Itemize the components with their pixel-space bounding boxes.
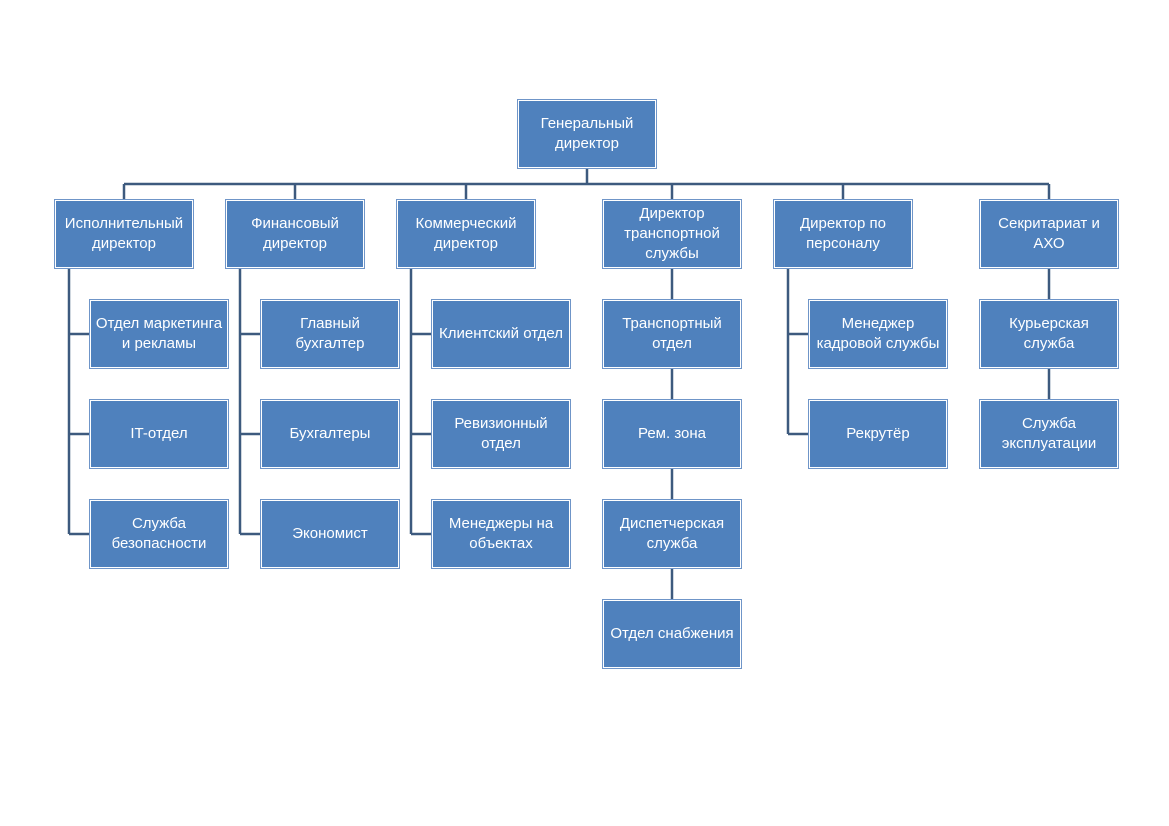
child-box-accountants: Бухгалтеры [260, 399, 400, 469]
child-box-security: Служба безопасности [89, 499, 229, 569]
child-box-hr-manager: Менеджер кадровой службы [808, 299, 948, 369]
column-head-finance-director: Финансовый директор [225, 199, 365, 269]
root-box-general-director: Генеральный директор [517, 99, 657, 169]
child-box-it: IT-отдел [89, 399, 229, 469]
child-box-repair-zone: Рем. зона [602, 399, 742, 469]
column-head-executive-director: Исполнительный директор [54, 199, 194, 269]
column-head-commercial-director: Коммерческий директор [396, 199, 536, 269]
child-box-client-department: Клиентский отдел [431, 299, 571, 369]
column-head-transport-director: Директор транспортной службы [602, 199, 742, 269]
child-box-audit-department: Ревизионный отдел [431, 399, 571, 469]
child-box-supply-department: Отдел снабжения [602, 599, 742, 669]
child-box-courier-service: Курьерская служба [979, 299, 1119, 369]
child-box-transport-department: Транспортный отдел [602, 299, 742, 369]
child-box-maintenance-service: Служба эксплуатации [979, 399, 1119, 469]
child-box-chief-accountant: Главный бухгалтер [260, 299, 400, 369]
column-head-secretariat: Секритариат и АХО [979, 199, 1119, 269]
child-box-dispatch-service: Диспетчерская служба [602, 499, 742, 569]
child-box-marketing: Отдел маркетинга и рекламы [89, 299, 229, 369]
child-box-recruiter: Рекрутёр [808, 399, 948, 469]
column-head-hr-director: Директор по персоналу [773, 199, 913, 269]
child-box-economist: Экономист [260, 499, 400, 569]
child-box-site-managers: Менеджеры на объектах [431, 499, 571, 569]
